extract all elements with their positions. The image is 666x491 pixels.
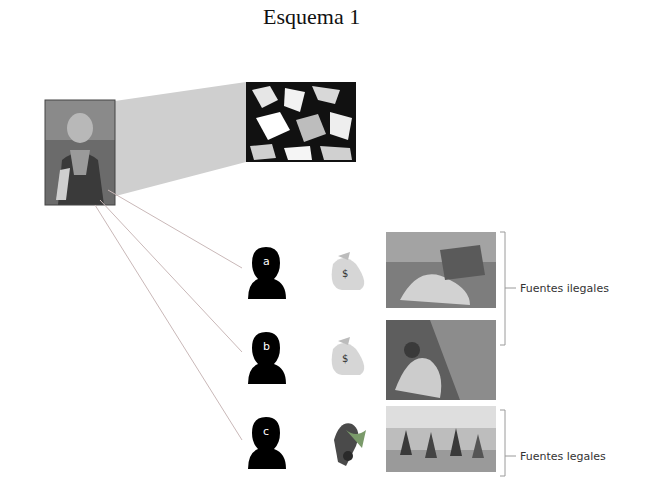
source-photo [45, 100, 115, 205]
money-sign: $ [342, 268, 348, 280]
silhouette-shape [244, 413, 290, 469]
zoom-wedge [108, 82, 246, 198]
money-sign: $ [342, 353, 348, 365]
photo-illegal-2 [386, 320, 496, 400]
farming-icon [334, 423, 366, 466]
silhouette-shape [244, 243, 290, 299]
silhouette-shape [244, 328, 290, 384]
person-silhouette: a [244, 243, 290, 299]
bracket [500, 232, 516, 476]
group-label: Fuentes ilegales [520, 282, 609, 295]
money-bag [332, 252, 364, 375]
person-letter: a [263, 256, 270, 268]
zoom-photo [246, 82, 356, 162]
leader-lines [95, 190, 242, 440]
group-label: Fuentes legales [520, 450, 606, 463]
person-letter: c [263, 426, 269, 438]
person-silhouette: c [244, 413, 290, 469]
photo-legal [386, 406, 496, 472]
diagram-title: Esquema 1 [263, 4, 360, 30]
person-letter: b [263, 341, 270, 353]
photo-illegal-1 [386, 232, 496, 308]
person-silhouette: b [244, 328, 290, 384]
